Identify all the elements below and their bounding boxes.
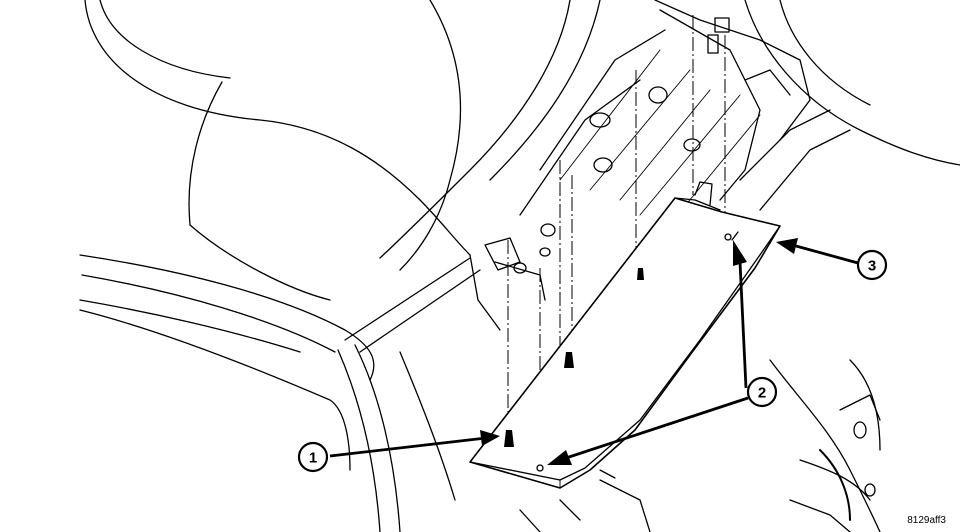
trim-panel — [469, 181, 781, 489]
figure-code: 8129aff3 — [907, 515, 946, 526]
floor-structure — [519, 359, 881, 532]
callout-3: 3 — [776, 238, 888, 281]
alignment-lines — [507, 15, 726, 470]
callout-3-label: 3 — [868, 258, 876, 275]
callout-2: 2 — [547, 240, 778, 465]
callout-2-label: 2 — [758, 385, 766, 402]
callout-1: 1 — [297, 430, 500, 473]
seat-outline — [79, 0, 601, 532]
callout-1-label: 1 — [309, 450, 317, 467]
